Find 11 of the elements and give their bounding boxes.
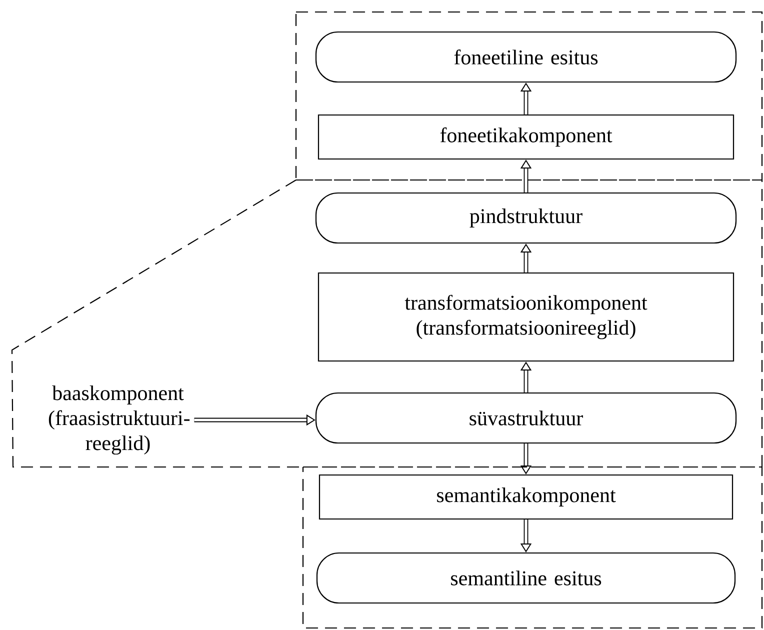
process-box: semantikakomponent [318,474,734,520]
process-box: transformatsioonikomponent (transformatsioonireeglid) [318,272,734,362]
rounded-box: pindstruktuur [315,192,737,244]
rounded-box: süvastruktuur [315,392,737,444]
rounded-box: semantiline esitus [316,552,736,604]
dashed-region [302,466,763,629]
rounded-box: foneetiline esitus [315,31,737,83]
process-box: foneetikakomponent [318,114,734,160]
dashed-region [295,11,763,181]
dashed-region [11,179,763,468]
text-label: baaskomponent (fraasistruktuuri-reeglid) [48,385,190,455]
